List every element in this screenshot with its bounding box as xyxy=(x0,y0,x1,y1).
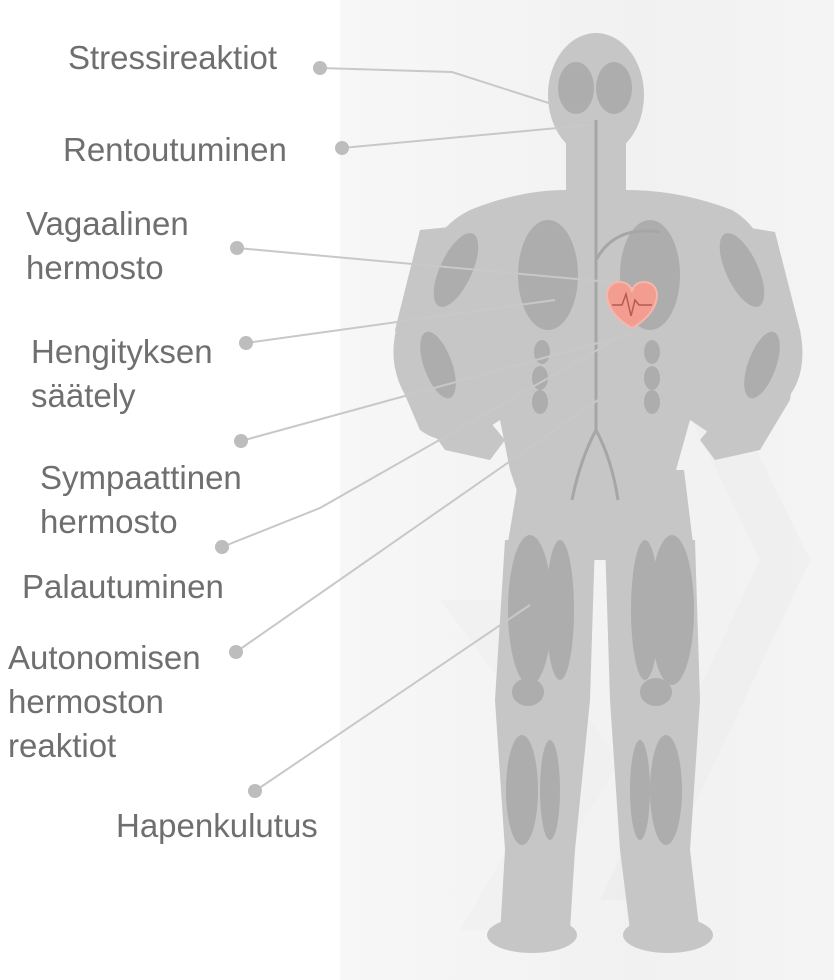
label-auto-line3: reaktiot xyxy=(8,724,201,768)
label-breathing-regulation: Hengityksen säätely xyxy=(31,330,213,418)
label-auto-line2: hermoston xyxy=(8,680,201,724)
label-auto-line1: Autonomisen xyxy=(8,636,201,680)
label-recovery-text: Palautuminen xyxy=(22,565,224,609)
label-breath-line2: säätely xyxy=(31,374,213,418)
label-stress-reactions: Stressireaktiot xyxy=(68,36,277,80)
label-recovery: Palautuminen xyxy=(22,565,224,609)
label-relaxation: Rentoutuminen xyxy=(63,128,287,172)
label-vagal-nervous-system: Vagaalinen hermosto xyxy=(26,202,189,290)
label-symp-line2: hermosto xyxy=(40,500,242,544)
label-stress-text: Stressireaktiot xyxy=(68,36,277,80)
label-autonomic-reactions: Autonomisen hermoston reaktiot xyxy=(8,636,201,768)
label-oxygen-consumption: Hapenkulutus xyxy=(116,804,318,848)
label-oxygen-text: Hapenkulutus xyxy=(116,804,318,848)
label-vagal-line1: Vagaalinen xyxy=(26,202,189,246)
label-symp-line1: Sympaattinen xyxy=(40,456,242,500)
label-vagal-line2: hermosto xyxy=(26,246,189,290)
label-relax-text: Rentoutuminen xyxy=(63,128,287,172)
label-breath-line1: Hengityksen xyxy=(31,330,213,374)
label-sympathetic-nervous-system: Sympaattinen hermosto xyxy=(40,456,242,544)
